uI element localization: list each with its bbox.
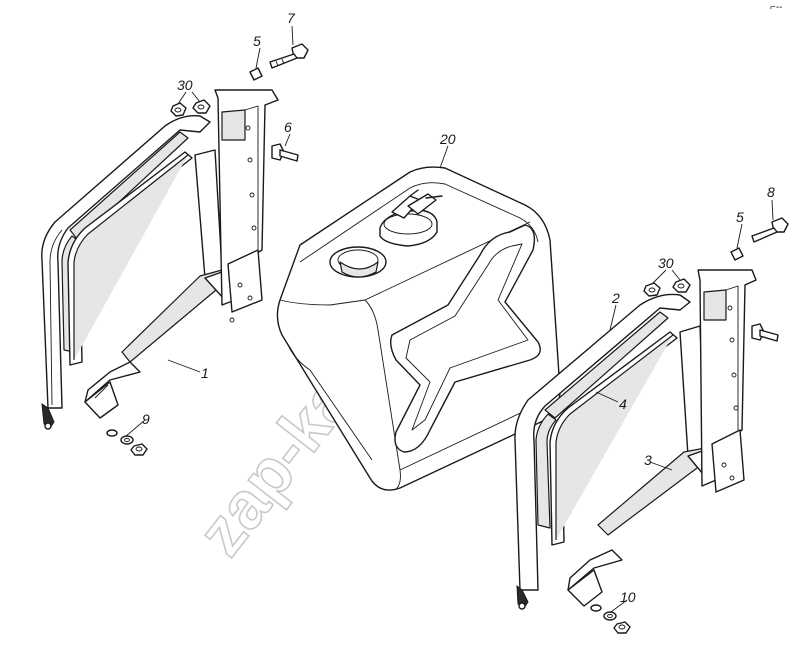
right-side-bolt	[751, 323, 779, 342]
left-nuts-pair	[170, 99, 211, 117]
right-nuts-pair	[643, 278, 691, 297]
callout-1: 1	[201, 365, 209, 381]
callout-5-right: 5	[736, 209, 744, 225]
callout-7: 7	[287, 10, 296, 26]
bolt-8	[751, 217, 789, 243]
pin-5-right	[730, 247, 744, 261]
corner-mark: ⌐--	[770, 2, 783, 13]
callout-4: 4	[619, 396, 627, 412]
callout-30-left: 30	[177, 77, 193, 93]
callout-10: 10	[620, 589, 636, 605]
callout-3: 3	[644, 452, 652, 468]
callout-9: 9	[142, 411, 150, 427]
left-rubber-pad	[67, 151, 193, 366]
callout-30-right: 30	[658, 255, 674, 271]
bolt-6	[271, 143, 299, 162]
right-fastener-set	[590, 604, 631, 634]
left-frame-bracket	[214, 89, 279, 323]
callout-8: 8	[767, 184, 775, 200]
right-strap-band	[514, 293, 691, 610]
pin-5-left	[249, 67, 263, 81]
callout-2: 2	[611, 290, 620, 306]
right-frame-bracket	[697, 269, 757, 493]
bolt-7	[269, 43, 309, 69]
callout-20: 20	[439, 131, 456, 147]
callout-6: 6	[284, 119, 292, 135]
callout-5-left: 5	[253, 33, 261, 49]
right-rubber-pad	[549, 331, 678, 546]
left-fastener-set	[106, 429, 148, 456]
leader-lines	[125, 25, 774, 613]
